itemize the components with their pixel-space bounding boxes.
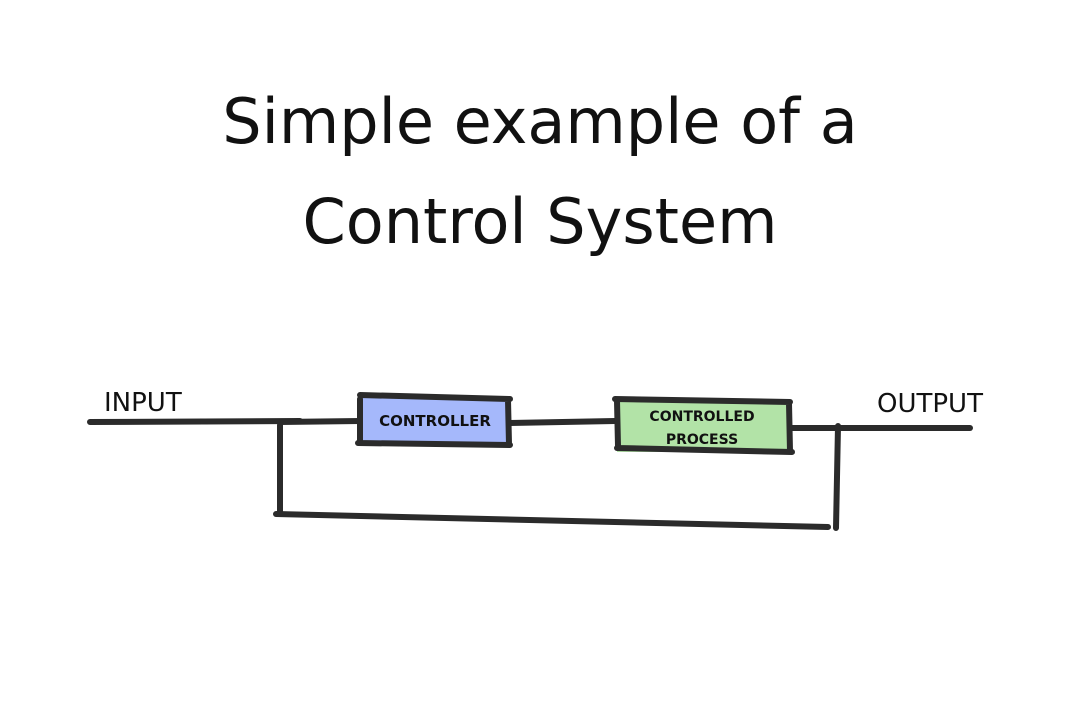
controller-border [355, 392, 513, 448]
diagram-title: Simple example of a Control System [0, 72, 1080, 272]
controlled-process-block: CONTROLLED PROCESS [612, 396, 795, 455]
feedback-bottom-line [273, 511, 831, 530]
controller-to-process-line [507, 418, 618, 426]
controller-box [360, 397, 510, 443]
controlled-process-box [617, 400, 791, 452]
title-line-2: Control System [302, 185, 778, 258]
output-label: OUTPUT [877, 389, 983, 419]
input-to-controller-line [277, 418, 363, 425]
input-label: INPUT [104, 388, 182, 418]
title-line-1: Simple example of a [222, 85, 858, 158]
controller-block: CONTROLLER [355, 392, 513, 448]
controlled-process-label-line-1: CONTROLLED [649, 409, 754, 425]
controller-label: CONTROLLER [379, 412, 491, 430]
feedback-right-line [833, 423, 841, 531]
controlled-process-label-line-2: PROCESS [666, 432, 738, 448]
input-line [87, 418, 303, 425]
controlled-process-border [612, 396, 795, 455]
